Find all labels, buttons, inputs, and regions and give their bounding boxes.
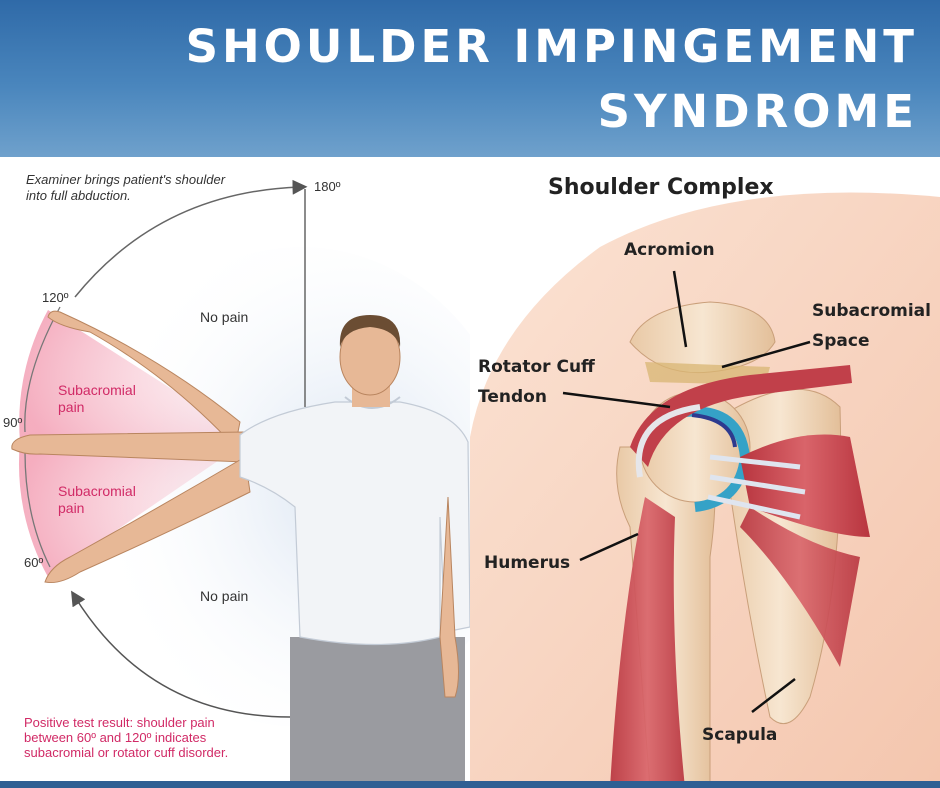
capsule-ligaments (707, 454, 806, 520)
no-pain-lower-label: No pain (200, 588, 249, 604)
shirt-collar (344, 396, 401, 409)
result-line-1: Positive test result: shoulder pain (24, 715, 215, 730)
title-banner: SHOULDER IMPINGEMENT SYNDROME (0, 0, 940, 157)
arm-60 (44, 456, 251, 583)
examiner-note-line-2: into full abduction. (26, 188, 131, 203)
label-rotator-cuff-tendon: Rotator Cuff Tendon (478, 352, 595, 412)
label-rotator-cuff-line-1: Rotator Cuff (478, 357, 595, 377)
examiner-note-line-1: Examiner brings patient's shoulder (26, 172, 226, 187)
positive-test-result-note: Positive test result: shoulder pain betw… (24, 715, 228, 760)
label-subacromial-space-line-1: Subacromial (812, 301, 931, 321)
patient-trousers (290, 637, 465, 788)
shoulder-complex-panel: Shoulder Complex Acromion Subacromial Sp… (470, 157, 940, 788)
angle-label-180: 180º (314, 179, 341, 194)
teres-muscle (740, 507, 860, 667)
angle-label-90: 90º (3, 415, 23, 430)
arc-start-to-60 (71, 590, 291, 718)
arm-120 (47, 310, 241, 449)
angle-label-120: 120º (42, 290, 69, 305)
label-acromion: Acromion (624, 240, 715, 260)
label-subacromial-space-line-2: Space (812, 331, 870, 351)
label-subacromial-space: Subacromial Space (812, 296, 931, 356)
subacromial-pain-upper-label: Subacromial pain (58, 382, 136, 416)
label-rotator-cuff-line-2: Tendon (478, 387, 547, 407)
pointer-scapula (751, 678, 796, 713)
pain-fan-lower (18, 439, 250, 577)
subacromial-pain-upper-line-2: pain (58, 399, 85, 415)
banner-title-line-2: SYNDROME (597, 85, 918, 138)
label-scapula: Scapula (702, 725, 778, 745)
angle-label-60: 60º (24, 555, 44, 570)
biceps-tendon (635, 404, 701, 478)
arc-120-to-90 (24, 306, 61, 433)
labrum (691, 413, 737, 448)
shoulder-complex-title: Shoulder Complex (548, 175, 774, 200)
painful-arc-illustration (11, 179, 470, 788)
banner-title-line-1: SHOULDER IMPINGEMENT (185, 20, 918, 73)
subacromial-pain-upper-line-1: Subacromial (58, 382, 136, 398)
pointer-humerus (579, 532, 639, 562)
arm-90 (11, 431, 246, 463)
pointer-rotator-cuff-tendon (562, 391, 671, 409)
subacromial-pain-lower-line-2: pain (58, 500, 85, 516)
result-line-2: between 60º and 120º indicates (24, 730, 207, 745)
patient-hair (339, 315, 401, 347)
no-pain-upper-label: No pain (200, 309, 249, 325)
patient-right-arm (439, 496, 459, 698)
arc-120-to-180 (74, 179, 308, 298)
examiner-note: Examiner brings patient's shoulder into … (26, 172, 225, 204)
biceps-muscle (610, 497, 685, 788)
pointer-subacromial-space (721, 340, 811, 369)
subacromial-pain-lower-line-1: Subacromial (58, 483, 136, 499)
painful-arc-panel: Examiner brings patient's shoulder into … (0, 157, 470, 788)
label-humerus: Humerus (484, 553, 571, 573)
result-line-3: subacromial or rotator cuff disorder. (24, 745, 229, 760)
arc-90-to-60 (24, 451, 51, 568)
pointer-acromion (672, 270, 688, 348)
shoulder-anatomy-illustration (470, 192, 940, 788)
bottom-rule (0, 781, 940, 788)
pain-fan-upper (19, 310, 250, 442)
subacromial-pain-lower-label: Subacromial pain (58, 483, 136, 517)
